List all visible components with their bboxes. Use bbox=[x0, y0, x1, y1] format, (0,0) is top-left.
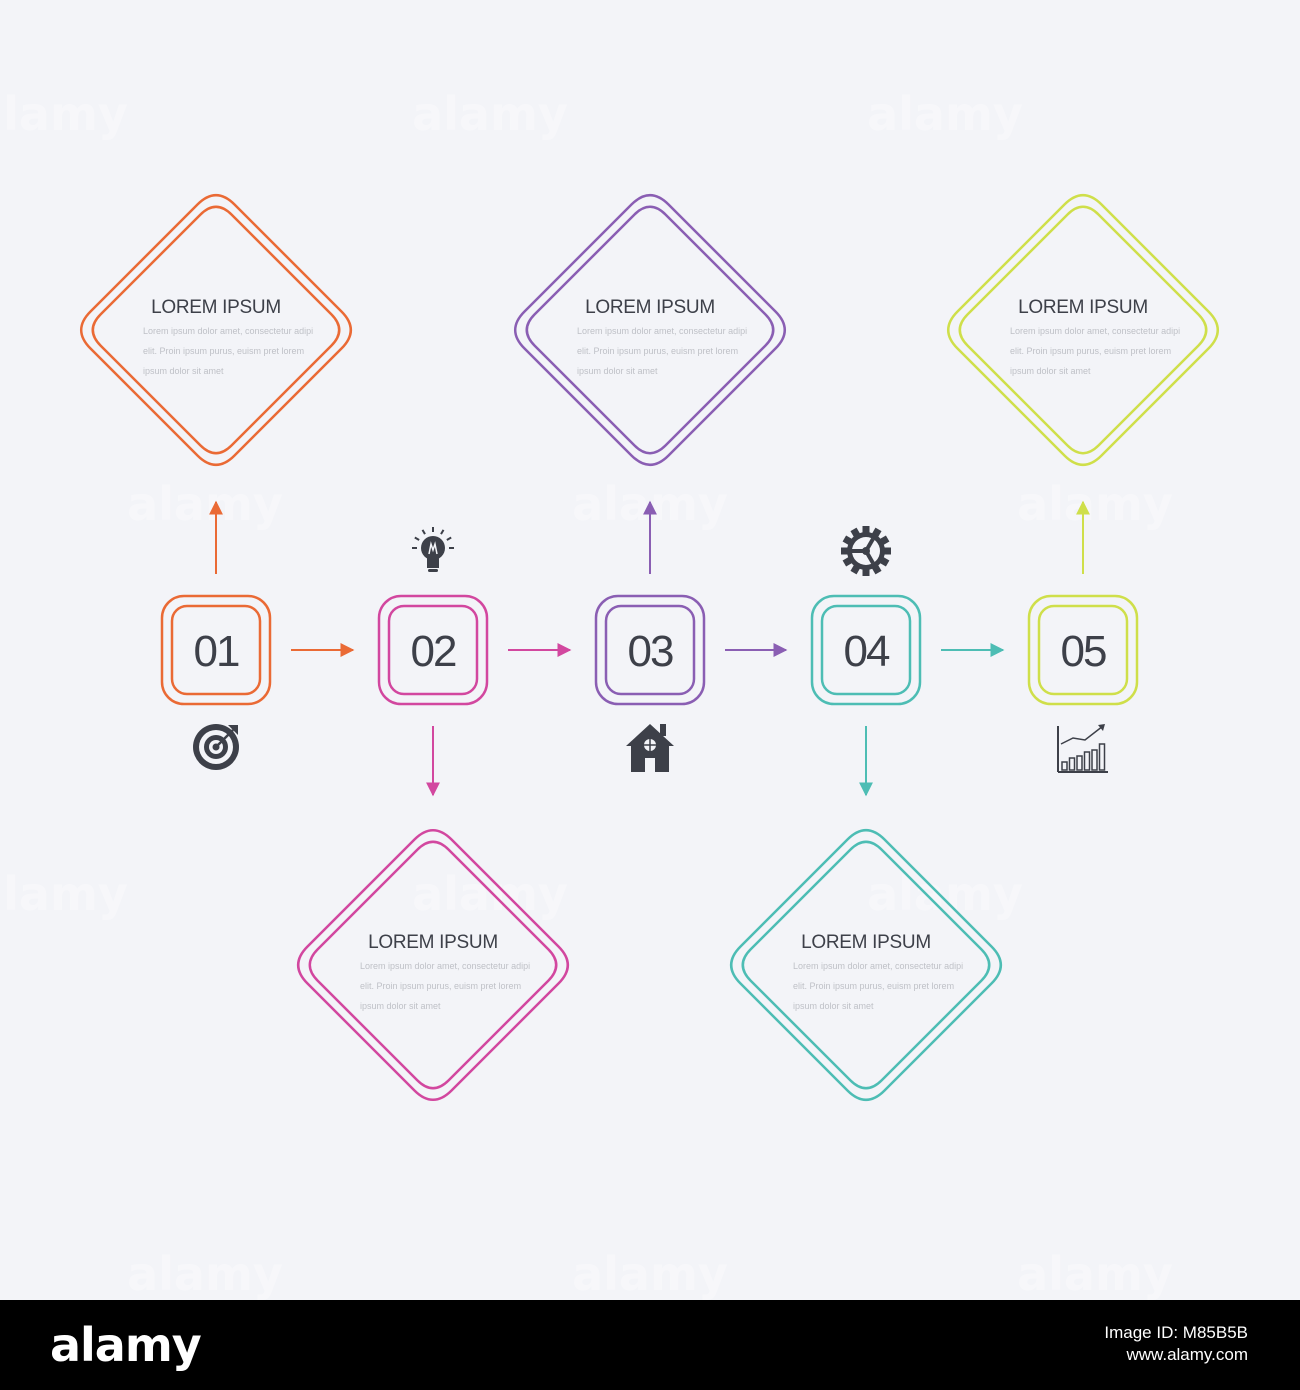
watermark-text: alamy bbox=[127, 1247, 283, 1300]
diamond-body-line: ipsum dolor sit amet bbox=[577, 366, 658, 376]
image-id-text: Image ID: M85B5B bbox=[1104, 1323, 1248, 1342]
step-03-diamond-box: LOREM IPSUM Lorem ipsum dolor amet, conse… bbox=[513, 193, 787, 467]
watermark-text: alamy bbox=[412, 867, 568, 921]
diamond-title: LOREM IPSUM bbox=[368, 932, 498, 953]
diamond-body-line: Lorem ipsum dolor amet, consectetur adip… bbox=[577, 326, 747, 336]
target-icon bbox=[193, 724, 239, 770]
watermark-text: alamy bbox=[412, 87, 568, 141]
step-number-label: 02 bbox=[411, 627, 456, 676]
footer-image-info: Image ID: M85B5B www.alamy.com bbox=[1104, 1322, 1248, 1366]
diamond-body-line: ipsum dolor sit amet bbox=[360, 1001, 441, 1011]
step-05-diamond-box: LOREM IPSUM Lorem ipsum dolor amet, conse… bbox=[946, 193, 1220, 467]
diamond-body-line: ipsum dolor sit amet bbox=[793, 1001, 874, 1011]
gear-icon bbox=[841, 526, 891, 576]
infographic-diagram: alamy alamy alamy alamy alamy alamy alamy alamy… bbox=[0, 87, 1220, 1300]
site-url-text: www.alamy.com bbox=[1126, 1345, 1248, 1364]
diamond-title: LOREM IPSUM bbox=[801, 932, 931, 953]
connector-arrows bbox=[209, 500, 1090, 797]
diamond-body-line: elit. Proin ipsum purus, euism pret lore… bbox=[143, 346, 304, 356]
watermark-text: alamy bbox=[127, 477, 283, 531]
home-icon bbox=[626, 724, 674, 772]
bar-chart-icon bbox=[1057, 724, 1108, 773]
step-number-label: 03 bbox=[628, 627, 673, 676]
diamond-body-line: Lorem ipsum dolor amet, consectetur adip… bbox=[1010, 326, 1180, 336]
diamond-body-line: Lorem ipsum dolor amet, consectetur adip… bbox=[143, 326, 313, 336]
step-04-number-box: 04 bbox=[810, 594, 922, 706]
step-number-label: 05 bbox=[1061, 627, 1106, 676]
step-icons bbox=[193, 526, 1108, 773]
step-01-diamond-box: LOREM IPSUM Lorem ipsum dolor amet, conse… bbox=[79, 193, 353, 467]
diamond-title: LOREM IPSUM bbox=[585, 297, 715, 318]
watermark-text: alamy bbox=[1017, 1247, 1173, 1300]
diamond-body-line: elit. Proin ipsum purus, euism pret lore… bbox=[360, 981, 521, 991]
step-01-number-box: 01 bbox=[160, 594, 272, 706]
diamond-body-line: Lorem ipsum dolor amet, consectetur adip… bbox=[360, 961, 530, 971]
step-04-diamond-box: LOREM IPSUM Lorem ipsum dolor amet, conse… bbox=[729, 828, 1003, 1102]
step-02-number-box: 02 bbox=[377, 594, 489, 706]
step-number-boxes: 01 02 03 04 05 bbox=[160, 594, 1139, 706]
diamond-body-line: elit. Proin ipsum purus, euism pret lore… bbox=[577, 346, 738, 356]
watermark-text: alamy bbox=[0, 87, 128, 141]
watermark-layer: alamy alamy alamy alamy alamy alamy alamy alamy… bbox=[0, 87, 1173, 1300]
diamond-body-line: elit. Proin ipsum purus, euism pret lore… bbox=[1010, 346, 1171, 356]
step-02-diamond-box: LOREM IPSUM Lorem ipsum dolor amet, conse… bbox=[296, 828, 570, 1102]
diamond-title: LOREM IPSUM bbox=[1018, 297, 1148, 318]
diamond-body-line: ipsum dolor sit amet bbox=[1010, 366, 1091, 376]
watermark-text: alamy bbox=[572, 1247, 728, 1300]
watermark-text: alamy bbox=[0, 867, 128, 921]
lightbulb-icon bbox=[412, 527, 454, 572]
step-number-label: 04 bbox=[844, 627, 890, 676]
footer-logo: alamy bbox=[50, 1318, 202, 1372]
diamond-body-line: Lorem ipsum dolor amet, consectetur adip… bbox=[793, 961, 963, 971]
watermark-text: alamy bbox=[867, 87, 1023, 141]
step-number-label: 01 bbox=[194, 627, 239, 676]
footer-bar: alamy Image ID: M85B5B www.alamy.com bbox=[0, 1300, 1300, 1390]
step-03-number-box: 03 bbox=[594, 594, 706, 706]
diamond-title: LOREM IPSUM bbox=[151, 297, 281, 318]
diamond-body-line: elit. Proin ipsum purus, euism pret lore… bbox=[793, 981, 954, 991]
step-05-number-box: 05 bbox=[1027, 594, 1139, 706]
diamond-body-line: ipsum dolor sit amet bbox=[143, 366, 224, 376]
watermark-text: alamy bbox=[1017, 477, 1173, 531]
diamond-text-boxes: LOREM IPSUM Lorem ipsum dolor amet, conse… bbox=[79, 193, 1220, 1102]
